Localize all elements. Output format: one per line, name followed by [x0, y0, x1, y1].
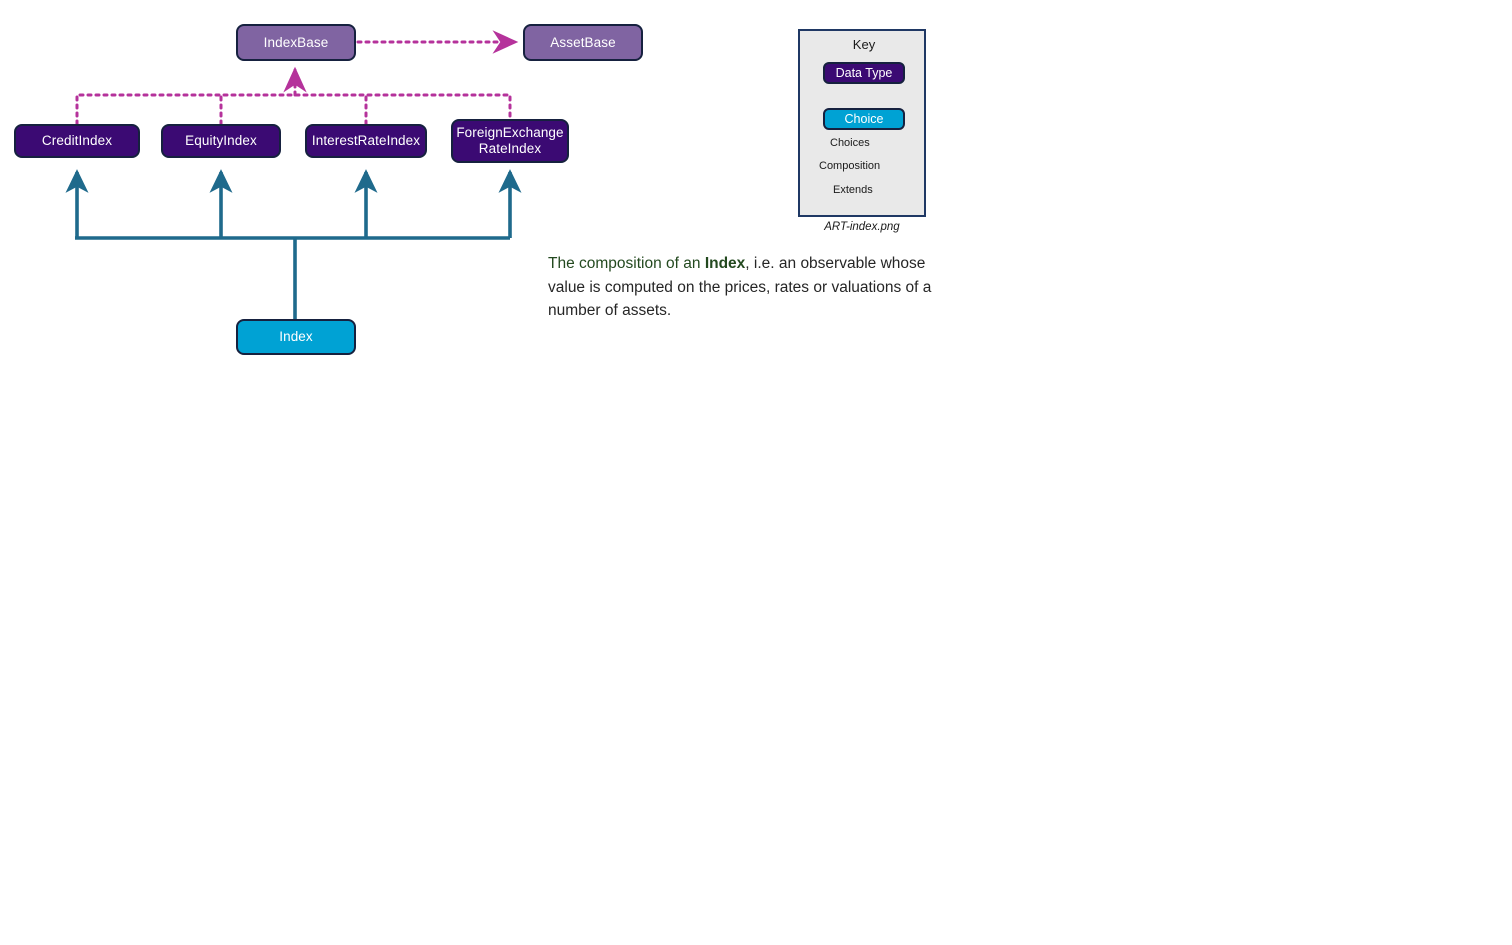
node-foreignexchangerateindex[interactable]: ForeignExchange RateIndex: [451, 119, 569, 163]
node-creditindex[interactable]: CreditIndex: [14, 124, 140, 158]
edge-choices-bus: [65, 169, 522, 319]
node-equityindex-label: EquityIndex: [185, 133, 257, 149]
key-datatype-label: Data Type: [835, 66, 893, 80]
key-legend-label-choices: Choices: [830, 137, 870, 149]
node-assetbase-label: AssetBase: [550, 34, 616, 50]
node-interestrateindex[interactable]: InterestRateIndex: [305, 124, 427, 158]
node-creditindex-label: CreditIndex: [41, 133, 113, 149]
description-lead: The composition of an: [548, 255, 705, 272]
node-foreignexchangerateindex-label-line1: ForeignExchange: [456, 125, 564, 141]
node-index[interactable]: Index: [236, 319, 356, 355]
key-caption-filename: ART-index.png: [824, 221, 900, 233]
node-equityindex[interactable]: EquityIndex: [161, 124, 281, 158]
node-indexbase-label: IndexBase: [263, 34, 329, 50]
node-interestrateindex-label: InterestRateIndex: [311, 133, 421, 149]
key-choice-label: Choice: [844, 112, 884, 126]
key-title: Key: [852, 37, 876, 52]
key-choice-swatch: Choice: [823, 108, 905, 130]
key-panel: Key Data Type Choice Choices Composition…: [798, 29, 926, 217]
node-assetbase[interactable]: AssetBase: [523, 24, 643, 61]
description-emphasis: Index: [704, 255, 746, 272]
node-index-label: Index: [279, 329, 313, 345]
key-legend-label-composition: Composition: [819, 160, 881, 172]
node-indexbase[interactable]: IndexBase: [236, 24, 356, 61]
key-datatype-swatch: Data Type: [823, 62, 905, 84]
key-legend-label-extends: Extends: [833, 184, 873, 196]
node-foreignexchangerateindex-label-line2: RateIndex: [478, 141, 542, 156]
diagram-description: The composition of an Index, i.e. an obs…: [548, 252, 940, 323]
edge-extends-bus: [75, 66, 512, 126]
description-rest: , i.e. an observable whose value is comp…: [548, 255, 932, 320]
